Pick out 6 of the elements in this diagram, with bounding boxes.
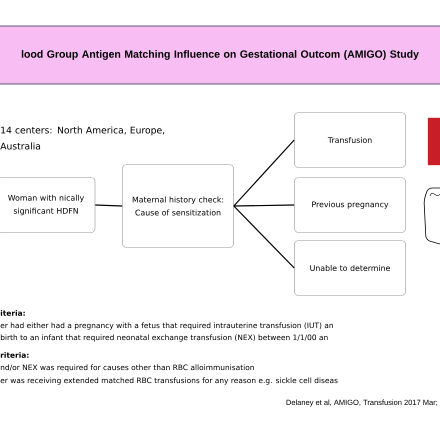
connector-line — [233, 140, 295, 206]
title-banner: lood Group Antigen Matching Influence on Gestational Outcom (AMIGO) Study — [0, 26, 440, 84]
connector-line — [233, 206, 295, 268]
connector-line — [95, 204, 122, 207]
connector-line — [234, 204, 294, 207]
note-text: 14 centers: North America, Europe, Australia — [0, 126, 164, 150]
